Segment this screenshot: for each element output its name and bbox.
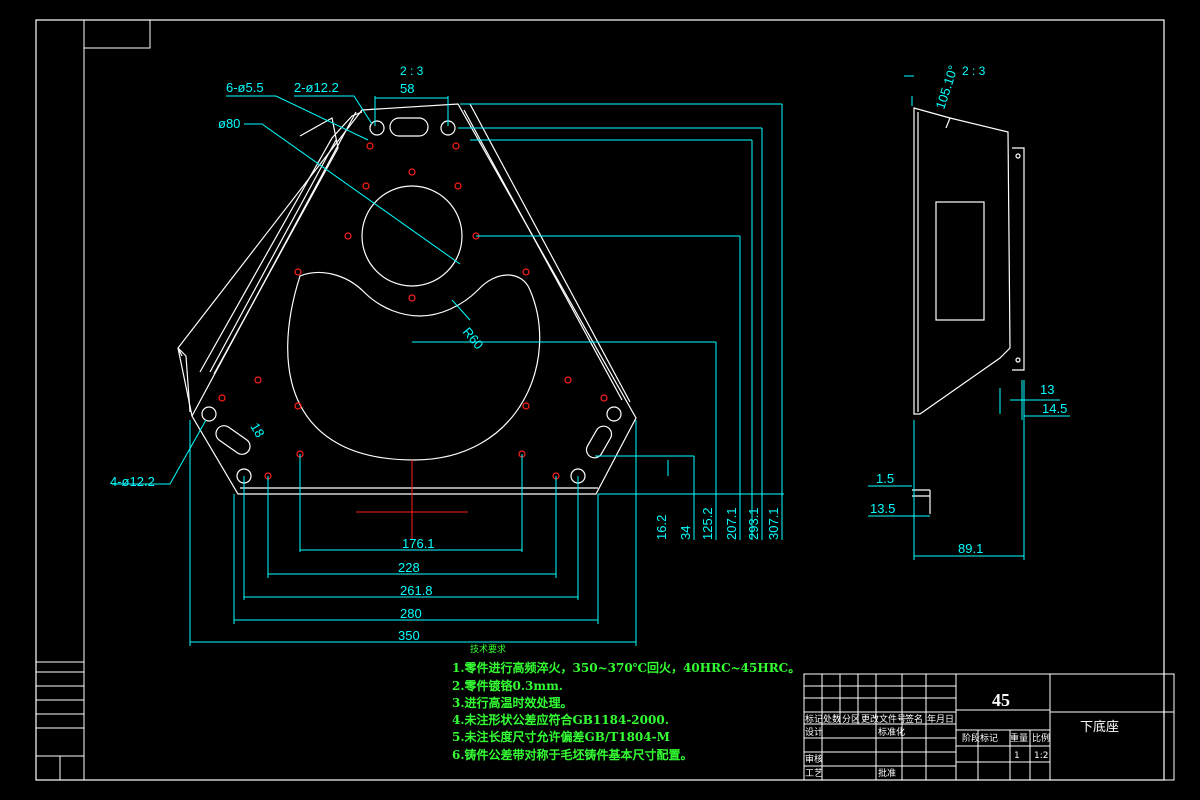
dim-307-1: 307.1: [766, 507, 781, 540]
quantity: 1: [1014, 751, 1020, 761]
note-1: 1.零件进行高频淬火，350~370℃回火，40HRC~45HRC。: [452, 660, 800, 675]
notes-title: 技术要求: [470, 643, 506, 655]
front-scale-mark: 2 : 3: [400, 64, 424, 78]
dim-14-5: 14.5: [1042, 401, 1067, 416]
dim-125-2: 125.2: [700, 507, 715, 540]
dim-58: 58: [400, 81, 414, 96]
part-name: 下底座: [1080, 719, 1119, 735]
note-6: 6.铸件公差带对称于毛坯铸件基本尺寸配置。: [452, 747, 693, 762]
callout-radius: R60: [460, 324, 487, 352]
dim-176-1: 176.1: [402, 536, 435, 551]
dim-16-2: 16.2: [654, 515, 669, 540]
side-scale-mark: 2 : 3: [962, 64, 986, 78]
dim-261-8: 261.8: [400, 583, 433, 598]
material: 45: [992, 690, 1010, 710]
label-process: 工艺: [805, 768, 823, 779]
note-3: 3.进行高温时效处理。: [452, 695, 573, 710]
left-table: [36, 661, 84, 780]
title-block: [803, 673, 1175, 781]
front-view-outline: [177, 103, 637, 495]
dim-13: 13: [1040, 382, 1054, 397]
small-holes: [218, 142, 608, 480]
dim-207-1: 207.1: [724, 507, 739, 540]
col-zone: 分区: [842, 714, 860, 725]
col-change: 更改文件号: [861, 713, 906, 725]
dim-280: 280: [400, 606, 422, 621]
label-approve: 批准: [878, 767, 896, 779]
dim-13-5: 13.5: [870, 501, 895, 516]
label-check: 审核: [805, 753, 823, 765]
callout-4-holes: 4-ø12.2: [110, 474, 155, 489]
label-stage: 阶段标记: [962, 732, 998, 744]
note-5: 5.未注长度尺寸允许偏差GB/T1804-M: [452, 729, 670, 744]
col-date: 年月日: [927, 713, 954, 725]
side-view-outline: [912, 107, 1025, 514]
col-sign: 签名: [905, 713, 923, 725]
front-dimension-text: 2 : 3 58 6-ø5.5 2-ø12.2 ø80 4-ø12.2 R60 …: [110, 64, 781, 643]
dim-293-1: 293.1: [746, 507, 761, 540]
label-weight: 重量: [1010, 732, 1028, 744]
dim-350: 350: [398, 628, 420, 643]
scale-value: 1:2: [1034, 751, 1048, 761]
dim-228: 228: [398, 560, 420, 575]
side-dimension-lines: [868, 75, 1070, 560]
dim-34: 34: [678, 526, 693, 540]
front-dimension-lines: [112, 95, 784, 646]
dim-89-1: 89.1: [958, 541, 983, 556]
callout-bore: ø80: [218, 116, 240, 131]
note-4: 4.未注形状公差应符合GB1184-2000.: [452, 712, 669, 727]
callout-6-holes: 6-ø5.5: [226, 80, 264, 95]
label-standard: 标准化: [878, 726, 905, 738]
label-design: 设计: [805, 726, 823, 738]
label-scale: 比例: [1032, 732, 1050, 744]
col-mark: 标记: [805, 713, 823, 725]
col-count: 处数: [823, 713, 841, 725]
note-2: 2.零件镀铬0.3mm.: [452, 678, 563, 693]
side-angle: 105.10°: [933, 64, 961, 111]
callout-2-holes: 2-ø12.2: [294, 80, 339, 95]
drawing-border: [35, 19, 1165, 781]
dim-1-5: 1.5: [876, 471, 894, 486]
side-dimension-text: 2 : 3 105.10° 13 14.5 1.5 13.5 89.1: [870, 64, 1067, 556]
centerlines: [356, 460, 468, 540]
title-block-text: 45 下底座 标记 处数 分区 更改文件号 签名 年月日 设计 标准化 审核 工…: [805, 690, 1119, 779]
callout-slot: 18: [247, 420, 267, 440]
technical-notes: 技术要求 1.零件进行高频淬火，350~370℃回火，40HRC~45HRC。 …: [452, 643, 800, 762]
corner-box: [83, 19, 151, 49]
